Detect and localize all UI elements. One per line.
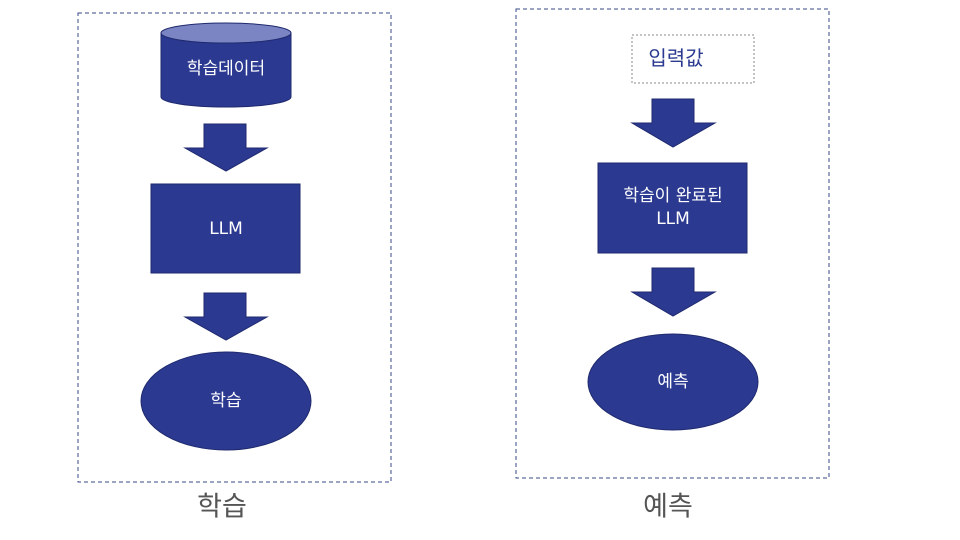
trained-llm-label-line2: LLM: [656, 209, 690, 229]
cylinder-body: [160, 32, 292, 108]
training-panel: 학습데이터 LLM 학습 학습: [77, 12, 392, 523]
input-value-box: 입력값: [631, 34, 755, 84]
training-data-cylinder: 학습데이터: [160, 22, 292, 108]
prediction-frame: [515, 8, 830, 479]
prediction-panel: 입력값 학습이 완료된 LLM 예측 예측: [515, 8, 830, 523]
input-value-rect: [631, 34, 755, 84]
training-result-shape: [140, 351, 312, 451]
down-arrow-icon: [183, 292, 269, 341]
down-arrow-icon: [183, 123, 269, 172]
cylinder-top: [160, 22, 292, 44]
input-value-label: 입력값: [648, 46, 703, 70]
prediction-result-ellipse: 예측: [587, 333, 759, 431]
training-caption: 학습: [197, 492, 247, 523]
llm-box: LLM: [150, 183, 301, 274]
down-arrow-icon: [630, 98, 717, 148]
prediction-result-shape: [587, 333, 759, 431]
llm-rect: [150, 183, 301, 274]
training-data-label: 학습데이터: [187, 59, 265, 79]
trained-llm-label-line1: 학습이 완료된: [623, 186, 722, 206]
training-result-ellipse: 학습: [140, 351, 312, 451]
trained-llm-rect: [597, 162, 748, 254]
training-result-label: 학습: [210, 391, 241, 411]
trained-llm-box: 학습이 완료된 LLM: [597, 162, 748, 254]
down-arrow-icon: [630, 267, 717, 317]
prediction-caption: 예측: [643, 492, 693, 523]
prediction-result-label: 예측: [657, 372, 688, 392]
llm-label: LLM: [209, 219, 243, 239]
training-frame: [77, 12, 392, 483]
